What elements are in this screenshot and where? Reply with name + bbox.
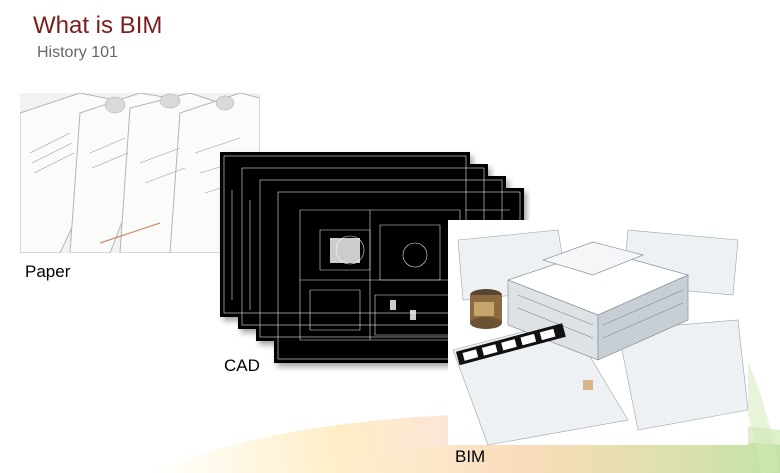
- bim-caption: BIM: [455, 447, 486, 466]
- paper-caption: Paper: [25, 262, 71, 281]
- cad-caption: CAD: [224, 356, 260, 375]
- slide-subtitle: History 101: [37, 44, 118, 61]
- slide-title: What is BIM: [33, 12, 163, 39]
- bim-model-image: [448, 220, 748, 445]
